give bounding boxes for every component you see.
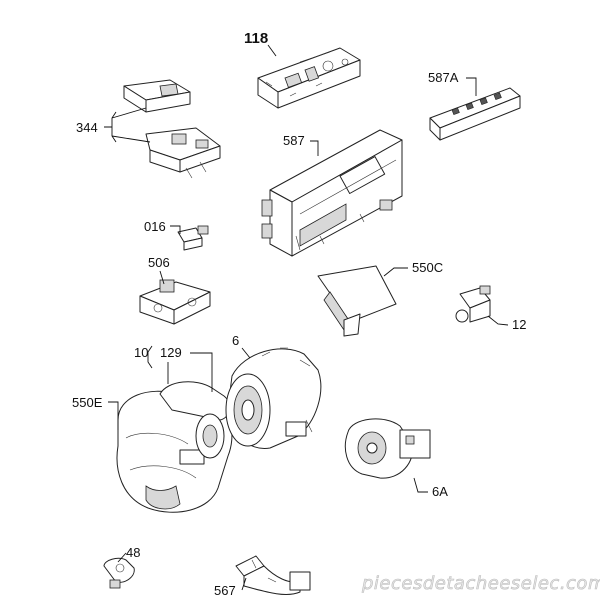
part-506-bracket[interactable] bbox=[139, 279, 211, 325]
leader-587 bbox=[310, 140, 319, 156]
leader-587A bbox=[466, 77, 477, 96]
part-587A-display-strip[interactable] bbox=[429, 87, 521, 141]
leader-12 bbox=[487, 315, 509, 326]
leader-118 bbox=[267, 44, 277, 57]
part-6-circulation-pump[interactable] bbox=[225, 347, 322, 449]
leader-344 bbox=[104, 107, 151, 143]
leader-506 bbox=[159, 270, 165, 285]
part-6A-drain-pump[interactable] bbox=[344, 418, 431, 479]
part-label-129: 129 bbox=[160, 345, 182, 360]
part-12-valve[interactable] bbox=[455, 285, 491, 323]
part-label-12: 12 bbox=[512, 317, 526, 332]
leader-48 bbox=[117, 552, 127, 563]
part-label-344: 344 bbox=[76, 120, 98, 135]
part-550C-cover-plate[interactable] bbox=[317, 265, 397, 337]
part-016-sensor[interactable] bbox=[177, 225, 209, 251]
leader-567 bbox=[241, 577, 247, 591]
part-118-control-board[interactable] bbox=[257, 47, 361, 109]
leader-550E bbox=[108, 401, 119, 430]
part-587-main-module[interactable] bbox=[261, 129, 403, 257]
leader-6 bbox=[241, 347, 251, 359]
part-344-module-assembly[interactable] bbox=[123, 79, 221, 179]
part-label-016: 016 bbox=[144, 219, 166, 234]
part-label-118: 118 bbox=[244, 30, 268, 47]
part-label-550E: 550E bbox=[72, 395, 103, 410]
part-label-550C: 550C bbox=[412, 260, 443, 275]
part-label-567: 567 bbox=[214, 583, 236, 598]
part-label-48: 48 bbox=[126, 545, 140, 560]
part-48-sensor[interactable] bbox=[103, 557, 135, 589]
leader-550C bbox=[383, 267, 408, 277]
leader-6A bbox=[413, 477, 428, 493]
leader-10-129 bbox=[147, 345, 213, 392]
part-567-clamp-bracket[interactable] bbox=[235, 555, 311, 595]
part-label-506: 506 bbox=[148, 255, 170, 270]
part-label-6A: 6A bbox=[432, 484, 448, 499]
leader-016 bbox=[170, 225, 181, 234]
part-label-10: 10 bbox=[134, 345, 148, 360]
part-label-587A: 587A bbox=[428, 70, 459, 85]
part-label-587: 587 bbox=[283, 133, 305, 148]
watermark-text: piecesdetacheeselec.com bbox=[361, 573, 600, 594]
part-label-6: 6 bbox=[232, 333, 239, 348]
